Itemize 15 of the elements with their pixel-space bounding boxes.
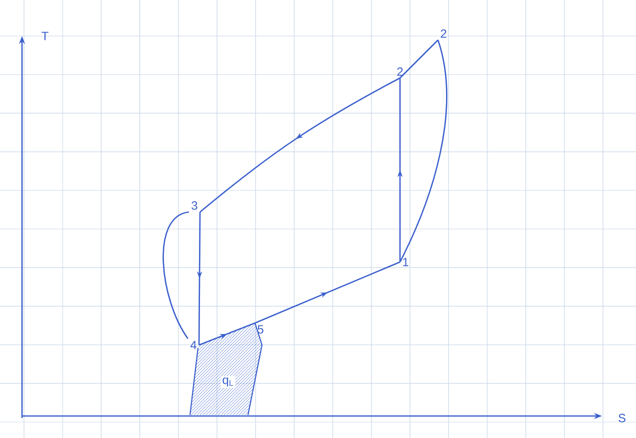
process-line (198, 322, 256, 346)
point-label: 3 (192, 201, 198, 210)
point-label: 2 (440, 29, 446, 38)
process-line (162, 211, 190, 339)
point-label: 5 (258, 325, 264, 334)
axis-label: T (42, 32, 48, 40)
area-label: q$_{L}$ (220, 376, 236, 388)
point-label: 4 (190, 340, 196, 350)
point-label: 1 (403, 258, 408, 266)
process-line (399, 40, 448, 262)
axis-label: S (618, 414, 626, 422)
point-label: 2 (397, 67, 403, 76)
process-line (400, 40, 438, 78)
process-line (254, 261, 400, 324)
process-line (200, 77, 400, 212)
